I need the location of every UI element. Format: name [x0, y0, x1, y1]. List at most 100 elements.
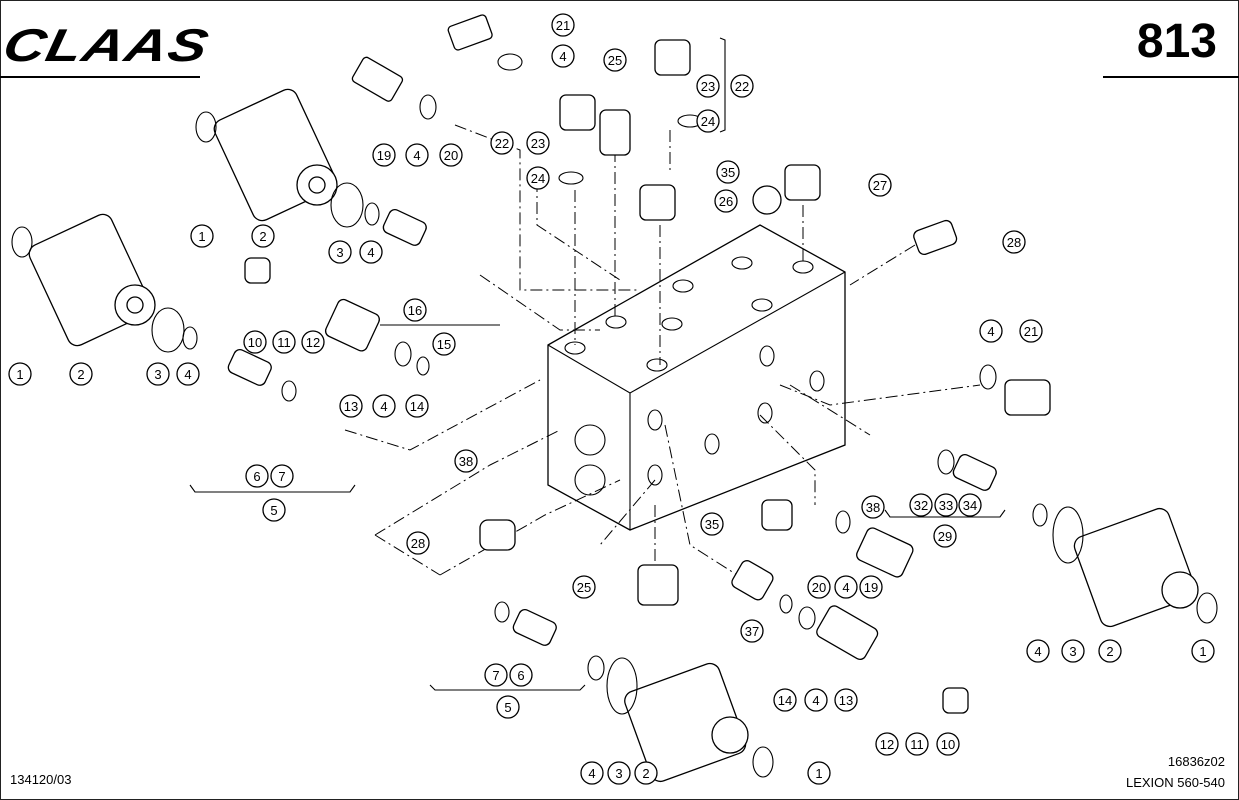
callout-label: 3: [154, 367, 161, 382]
valve-block: [547, 224, 846, 531]
callout-2: 2: [251, 224, 275, 248]
figure-code: 16836z02: [1167, 754, 1225, 769]
o-rings: [11, 53, 1218, 778]
callout-label: 7: [278, 469, 285, 484]
callout-12: 12: [301, 330, 325, 354]
callout-22: 22: [490, 131, 514, 155]
callout-23: 23: [526, 131, 550, 155]
callout-label: 13: [344, 399, 358, 414]
callout-circle: [406, 531, 430, 555]
callout-label: 33: [939, 498, 953, 513]
block-ports: [564, 256, 825, 496]
callout-28: 28: [1002, 230, 1026, 254]
callout-label: 2: [77, 367, 84, 382]
callout-circle: [634, 761, 658, 785]
callout-circle: [176, 362, 200, 386]
callout-label: 14: [778, 693, 792, 708]
callout-circle: [1191, 639, 1215, 663]
callout-4: 4: [176, 362, 200, 386]
callout-26: 26: [714, 189, 738, 213]
callout-label: 19: [377, 148, 391, 163]
callout-circle: [958, 493, 982, 517]
page-number: 813: [1136, 15, 1217, 68]
callout-1: 1: [807, 761, 831, 785]
callout-label: 5: [504, 700, 511, 715]
callout-circle: [372, 394, 396, 418]
callout-circle: [405, 394, 429, 418]
callout-3: 3: [328, 240, 352, 264]
callout-14: 14: [405, 394, 429, 418]
callout-circle: [700, 512, 724, 536]
callout-circle: [328, 240, 352, 264]
callout-11: 11: [272, 330, 296, 354]
callout-3: 3: [607, 761, 631, 785]
callout-4: 4: [372, 394, 396, 418]
callout-circle: [807, 575, 831, 599]
callout-circle: [875, 732, 899, 756]
callout-circle: [572, 575, 596, 599]
callout-circle: [551, 44, 575, 68]
callout-circle: [8, 362, 32, 386]
callout-circle: [1019, 319, 1043, 343]
callout-11: 11: [905, 732, 929, 756]
callout-circle: [339, 394, 363, 418]
callout-circle: [859, 575, 883, 599]
callout-label: 5: [270, 503, 277, 518]
callout-label: 27: [873, 178, 887, 193]
callout-label: 12: [306, 335, 320, 350]
callout-label: 24: [531, 171, 545, 186]
callout-label: 4: [184, 367, 191, 382]
callout-circle: [359, 240, 383, 264]
callout-label: 6: [253, 469, 260, 484]
callout-24: 24: [696, 109, 720, 133]
callout-label: 20: [444, 148, 458, 163]
callout-circle: [730, 74, 754, 98]
callout-6: 6: [245, 464, 269, 488]
assembly-lines: [189, 37, 1006, 691]
callout-label: 4: [1034, 644, 1041, 659]
callout-16: 16: [403, 298, 427, 322]
callout-14: 14: [773, 688, 797, 712]
callout-4: 4: [979, 319, 1003, 343]
header-rule-left: [0, 76, 200, 78]
callout-circle: [934, 493, 958, 517]
callout-circle: [251, 224, 275, 248]
callout-circle: [490, 131, 514, 155]
callout-label: 38: [459, 454, 473, 469]
callout-label: 19: [864, 580, 878, 595]
callout-4: 4: [580, 761, 604, 785]
callout-10: 10: [936, 732, 960, 756]
callout-label: 11: [910, 737, 924, 752]
callout-5: 5: [262, 498, 286, 522]
callout-circle: [190, 224, 214, 248]
callout-circle: [372, 143, 396, 167]
callout-6: 6: [509, 663, 533, 687]
callout-33: 33: [934, 493, 958, 517]
callout-label: 10: [941, 737, 955, 752]
callout-label: 21: [556, 18, 570, 33]
callout-circle: [834, 575, 858, 599]
solenoid-coil-left: [28, 213, 156, 347]
callout-13: 13: [339, 394, 363, 418]
callout-circle: [526, 166, 550, 190]
callout-label: 4: [842, 580, 849, 595]
callout-5: 5: [496, 695, 520, 719]
callout-label: 24: [701, 114, 715, 129]
callout-label: 4: [588, 766, 595, 781]
callout-circle: [243, 330, 267, 354]
callout-circle: [496, 695, 520, 719]
callout-label: 34: [963, 498, 977, 513]
callout-label: 20: [812, 580, 826, 595]
callout-13: 13: [834, 688, 858, 712]
callout-circle: [403, 298, 427, 322]
callout-label: 1: [1199, 644, 1206, 659]
callout-circle: [146, 362, 170, 386]
callout-7: 7: [484, 663, 508, 687]
callout-37: 37: [740, 619, 764, 643]
callout-circle: [245, 464, 269, 488]
callout-circle: [484, 663, 508, 687]
callout-34: 34: [958, 493, 982, 517]
callout-38: 38: [861, 495, 885, 519]
